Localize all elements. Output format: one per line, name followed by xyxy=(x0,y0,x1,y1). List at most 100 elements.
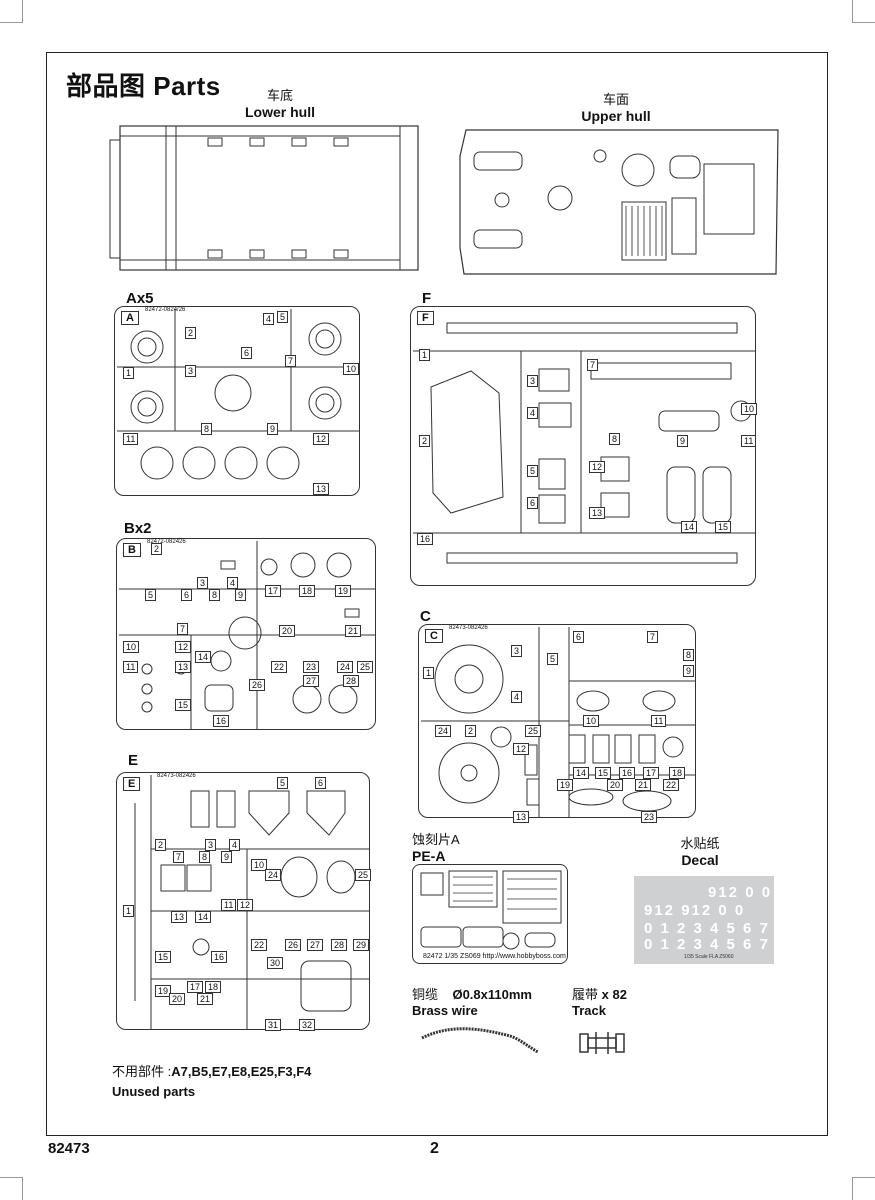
part-number: 13 xyxy=(175,661,192,673)
part-number: 13 xyxy=(171,911,188,923)
part-number: 2 xyxy=(185,327,197,339)
part-number: 16 xyxy=(417,533,434,545)
pe-footer: 82472 1/35 ZS069 http://www.hobbyboss.co… xyxy=(423,953,566,960)
part-number: 5 xyxy=(547,653,559,665)
part-number: 2 xyxy=(465,725,477,737)
decal-sheet: 912 0 0 912 912 0 0 0 1 2 3 4 5 6 7 8 9 … xyxy=(634,876,801,964)
part-number: 21 xyxy=(635,779,652,791)
track-link-drawing xyxy=(579,1032,625,1054)
pe-parts xyxy=(420,870,562,950)
part-number: 32 xyxy=(299,1019,316,1031)
part-number: 5 xyxy=(527,465,539,477)
pe-label: 蚀刻片A PE-A xyxy=(412,832,460,864)
part-number: 6 xyxy=(241,347,253,359)
page-title: 部品图 Parts xyxy=(66,71,221,101)
sprue-c-label: C xyxy=(420,608,431,625)
part-number: 27 xyxy=(307,939,324,951)
decal-row-2: 912 912 0 0 xyxy=(644,902,746,919)
sprue-e-parts xyxy=(134,775,369,1029)
part-number: 15 xyxy=(595,767,612,779)
part-number: 14 xyxy=(681,521,698,533)
sprue-e-code: 82473-082426 xyxy=(157,773,196,779)
crop-mark-br xyxy=(852,1177,875,1200)
part-number: 21 xyxy=(197,993,214,1005)
part-number: 16 xyxy=(619,767,636,779)
sprue-e-label: E xyxy=(128,752,139,769)
part-number: 12 xyxy=(175,641,192,653)
part-number: 9 xyxy=(677,435,689,447)
sprue-a-tag: A xyxy=(121,311,139,325)
part-number: 12 xyxy=(513,743,530,755)
part-number: 9 xyxy=(267,423,279,435)
part-number: 3 xyxy=(511,645,523,657)
part-number: 6 xyxy=(527,497,539,509)
part-number: 4 xyxy=(263,313,275,325)
sprue-b-frame: B 2 3 4 5 6 7 8 9 10 11 12 13 14 15 16 1… xyxy=(116,538,376,730)
crop-mark-tr xyxy=(852,0,875,23)
crop-mark-tl xyxy=(0,0,23,23)
part-number: 4 xyxy=(527,407,539,419)
part-number: 9 xyxy=(235,589,247,601)
decal-label: 水贴纸 Decal xyxy=(680,836,720,868)
part-number: 19 xyxy=(557,779,574,791)
part-number: 8 xyxy=(209,589,221,601)
part-number: 31 xyxy=(265,1019,282,1031)
part-number: 14 xyxy=(195,651,212,663)
part-number: 11 xyxy=(651,715,667,727)
sprue-f-label: F xyxy=(422,290,432,307)
part-number: 4 xyxy=(229,839,241,851)
part-number: 20 xyxy=(279,625,296,637)
kit-code: 82473 xyxy=(48,1140,90,1157)
part-number: 10 xyxy=(741,403,758,415)
part-number: 15 xyxy=(155,951,172,963)
page-number: 2 xyxy=(430,1140,439,1157)
part-number: 20 xyxy=(169,993,186,1005)
part-number: 17 xyxy=(265,585,282,597)
upper-hull-label: 车面 Upper hull xyxy=(581,92,651,124)
part-number: 18 xyxy=(205,981,222,993)
part-number: 1 xyxy=(419,349,431,361)
decal-row-4: 0 1 2 3 4 5 6 7 8 9 xyxy=(644,936,803,953)
part-number: 12 xyxy=(589,461,606,473)
part-number: 1 xyxy=(123,367,135,379)
part-number: 9 xyxy=(683,665,695,677)
decal-row-1: 912 0 0 xyxy=(708,884,773,901)
brass-wire-drawing xyxy=(421,1027,539,1054)
part-number: 2 xyxy=(155,839,167,851)
part-number: 18 xyxy=(669,767,686,779)
lower-hull-drawing xyxy=(109,125,419,271)
sprue-a-label: Ax5 xyxy=(126,290,154,307)
sprue-b-label: Bx2 xyxy=(124,520,152,537)
sprue-a-code: 82472-0824/26 xyxy=(145,307,186,313)
part-number: 11 xyxy=(123,433,139,445)
part-number: 22 xyxy=(251,939,268,951)
sprue-c-code: 82473-082426 xyxy=(449,625,488,631)
part-number: 22 xyxy=(663,779,680,791)
sprue-a-frame: A 1 2 3 4 5 6 7 8 9 10 11 12 13 82472-08… xyxy=(114,306,360,496)
sprue-a-parts xyxy=(117,309,359,480)
part-number: 3 xyxy=(527,375,539,387)
part-number: 5 xyxy=(145,589,157,601)
part-number: 9 xyxy=(221,851,233,863)
part-number: 5 xyxy=(277,777,289,789)
part-number: 24 xyxy=(337,661,354,673)
part-number: 11 xyxy=(741,435,757,447)
part-number: 6 xyxy=(315,777,327,789)
part-number: 18 xyxy=(299,585,316,597)
part-number: 24 xyxy=(435,725,452,737)
part-number: 3 xyxy=(185,365,197,377)
part-number: 10 xyxy=(251,859,268,871)
sprue-f-frame: F 1 2 3 4 5 6 7 8 9 10 11 12 13 14 15 16 xyxy=(410,306,758,586)
part-number: 26 xyxy=(285,939,302,951)
part-number: 30 xyxy=(267,957,284,969)
part-number: 2 xyxy=(151,543,163,555)
wire-label: 铜缆 Ø0.8x110mm Brass wire xyxy=(412,987,532,1018)
part-number: 19 xyxy=(155,985,172,997)
part-number: 7 xyxy=(285,355,297,367)
part-number: 21 xyxy=(345,625,362,637)
part-number: 7 xyxy=(177,623,189,635)
part-number: 3 xyxy=(205,839,217,851)
part-number: 25 xyxy=(357,661,374,673)
part-number: 10 xyxy=(583,715,600,727)
part-number: 28 xyxy=(331,939,348,951)
